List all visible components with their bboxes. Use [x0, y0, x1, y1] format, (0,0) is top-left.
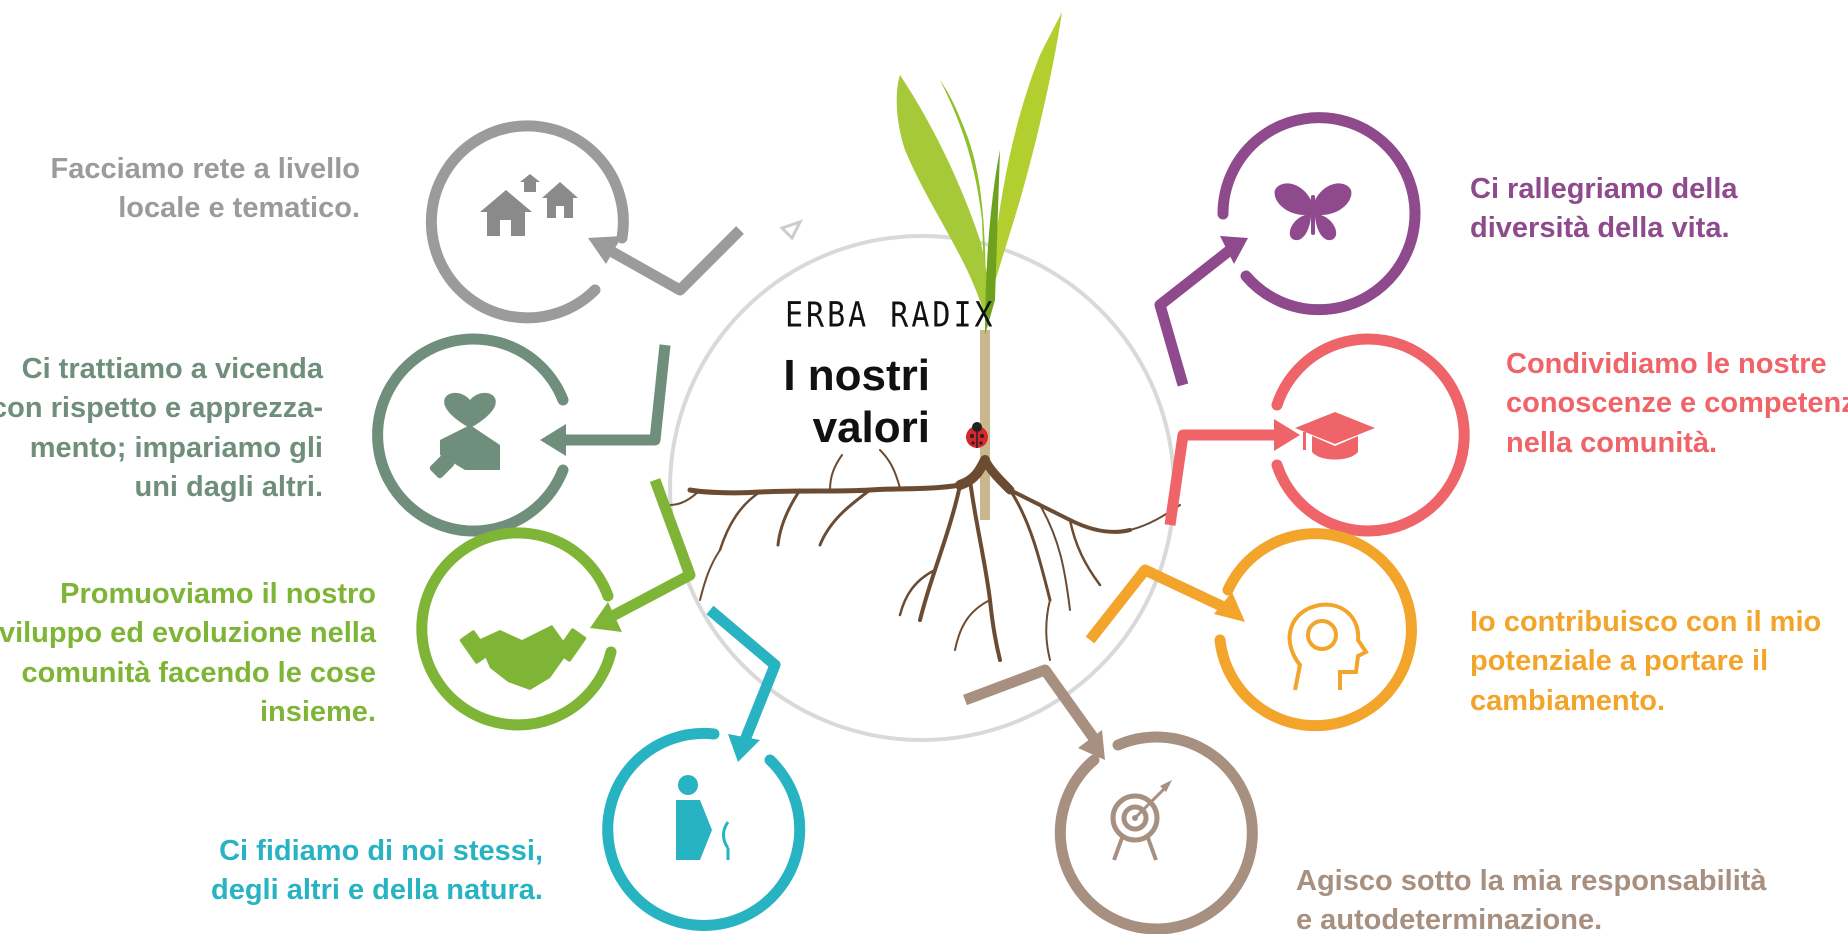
value-line: Promuoviamo il nostro: [60, 578, 376, 610]
value-line: Ci trattiamo a vicenda: [21, 353, 323, 385]
network-arrowhead: [588, 236, 622, 264]
brain-head-icon: [1287, 602, 1369, 691]
trust-ring: [602, 727, 806, 931]
value-network: [425, 120, 744, 324]
trust-connector: [706, 605, 781, 743]
value-line: Ci fidiamo di noi stessi,: [219, 835, 543, 867]
value-line: Io contribuisco con il mio: [1470, 606, 1822, 638]
network-connector: [597, 226, 744, 296]
value-line: conoscenze e competenze: [1506, 387, 1848, 420]
value-line: uni dagli altri.: [134, 471, 323, 504]
knowledge-ring: [1271, 333, 1470, 537]
value-develop: [416, 478, 696, 731]
respect-ring: [372, 333, 569, 537]
butterfly-icon: [1274, 183, 1352, 241]
value-line: e autodeterminazione.: [1296, 904, 1603, 937]
value-responsibility: [963, 664, 1258, 934]
center-circle-arrow: [779, 219, 803, 241]
value-line: con rispetto e apprezza-: [0, 392, 323, 425]
diversity-connector: [1154, 245, 1234, 387]
value-potential: [1085, 528, 1417, 732]
plant-icon: [896, 12, 1062, 520]
respect-arrowhead: [540, 424, 566, 456]
value-line: sviluppo ed evoluzione nella: [0, 617, 376, 650]
value-diversity: [1154, 112, 1421, 387]
value-label-responsibility: Agisco sotto la mia responsabilità e aut…: [1296, 862, 1767, 941]
value-line: diversità della vita.: [1470, 212, 1730, 245]
responsibility-arrowhead: [1078, 730, 1105, 760]
value-label-knowledge: Condividiamo le nostre conoscenze e comp…: [1506, 345, 1848, 463]
target-icon: [1110, 780, 1172, 861]
develop-arrowhead: [590, 602, 622, 632]
heart-hand-icon: [429, 392, 500, 479]
value-line: Condividiamo le nostre: [1506, 348, 1827, 380]
page-title: I nostri valori: [783, 350, 930, 454]
brand-name: ERBA RADIX: [785, 295, 996, 336]
knowledge-connector: [1164, 429, 1280, 526]
value-line: mento; impariamo gli: [29, 431, 323, 464]
ladybug-icon: [966, 422, 988, 448]
value-line: degli altri e della natura.: [211, 874, 543, 907]
trust-arrowhead: [728, 734, 760, 762]
value-line: Agisco sotto la mia responsabilità: [1296, 865, 1767, 897]
value-line: cambiamento.: [1470, 684, 1665, 717]
value-line: Ci rallegriamo della: [1470, 173, 1738, 205]
pregnant-person-icon: [676, 775, 730, 860]
value-line: comunità facendo le cose: [21, 656, 376, 689]
value-line: locale e tematico.: [118, 192, 360, 225]
value-label-trust: Ci fidiamo di noi stessi, degli altri e …: [211, 832, 543, 911]
diversity-ring: [1217, 112, 1421, 316]
network-ring: [425, 120, 629, 324]
value-line: Facciamo rete a livello: [50, 153, 360, 185]
value-knowledge: [1164, 333, 1470, 537]
title-line: I nostri: [783, 351, 930, 400]
value-line: nella comunità.: [1506, 426, 1718, 459]
develop-connector: [602, 478, 696, 625]
value-line: potenziale a portare il: [1470, 645, 1769, 678]
respect-connector: [560, 344, 671, 446]
responsibility-ring: [1054, 731, 1258, 934]
value-label-develop: Promuoviamo il nostro sviluppo ed evoluz…: [0, 575, 376, 733]
value-label-diversity: Ci rallegriamo della diversità della vit…: [1470, 170, 1738, 249]
title-line: valori: [812, 402, 930, 452]
diversity-arrowhead: [1220, 236, 1248, 264]
value-line: insieme.: [259, 696, 376, 729]
graduation-cap-icon: [1295, 412, 1375, 460]
value-label-respect: Ci trattiamo a vicenda con rispetto e ap…: [0, 350, 323, 508]
value-label-potential: Io contribuisco con il mio potenziale a …: [1470, 603, 1821, 721]
value-label-network: Facciamo rete a livello locale e tematic…: [51, 150, 360, 229]
value-respect: [372, 333, 671, 537]
potential-arrowhead: [1214, 592, 1245, 622]
houses-icon: [480, 174, 578, 236]
potential-connector: [1085, 564, 1233, 644]
develop-ring: [416, 527, 617, 731]
knowledge-arrowhead: [1274, 419, 1300, 451]
handshake-icon: [459, 625, 587, 690]
potential-ring: [1214, 528, 1417, 732]
value-trust: [602, 605, 806, 931]
responsibility-connector: [963, 664, 1100, 744]
